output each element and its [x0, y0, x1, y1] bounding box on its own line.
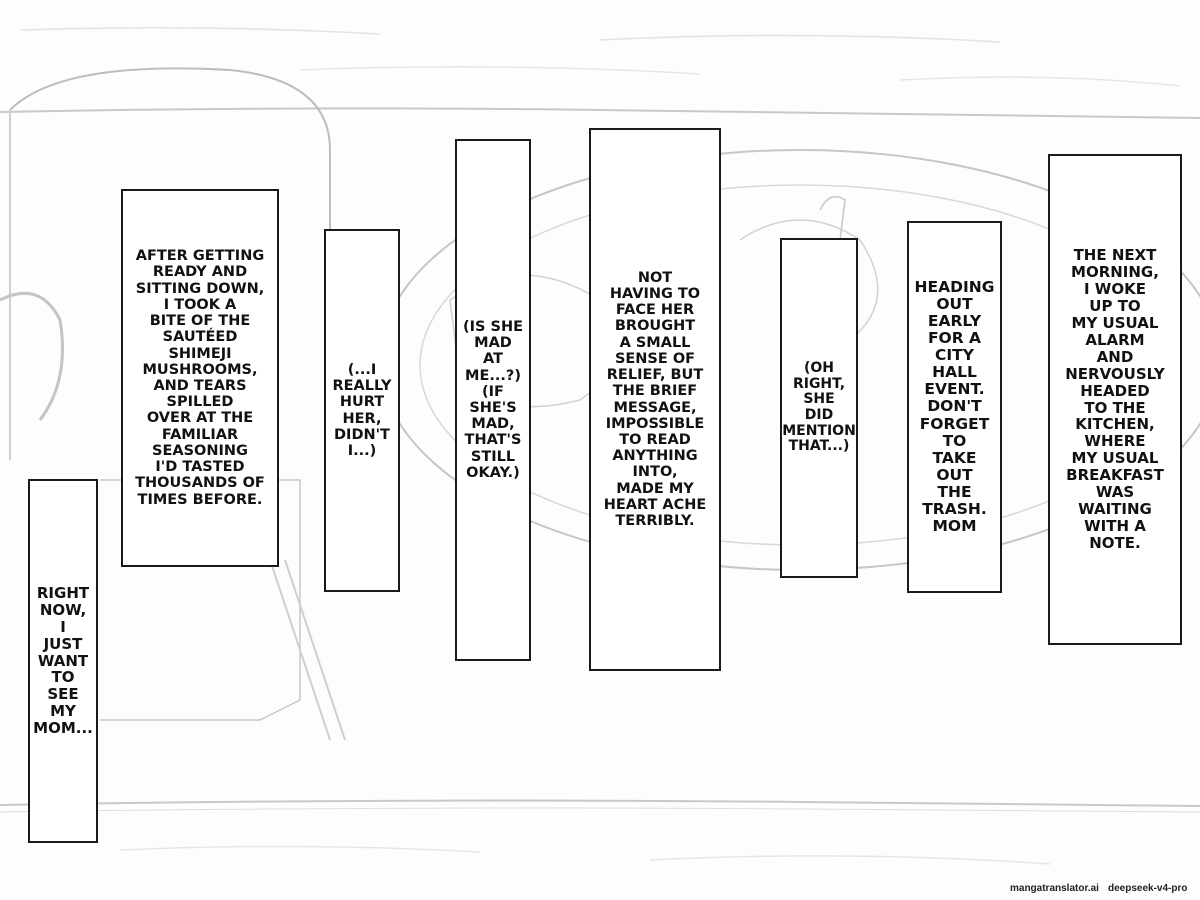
caption-box-not-having-to-face: Not having to face her brought a small s…: [589, 128, 721, 671]
caption-text: (Oh right, she did mention that...): [782, 359, 856, 455]
caption-text: After getting ready and sitting down, I …: [135, 248, 265, 508]
caption-box-next-morning: The next morning, I woke up to my usual …: [1048, 154, 1182, 645]
caption-text: Heading out early for a city hall event.…: [914, 278, 995, 535]
caption-box-really-hurt-her: (...I really hurt her, didn't I...): [324, 229, 400, 592]
caption-text: (...I really hurt her, didn't I...): [332, 361, 392, 459]
caption-box-note: Heading out early for a city hall event.…: [907, 221, 1002, 593]
caption-text: Right now, I just want to see my mom...: [33, 584, 93, 737]
caption-box-is-she-mad: (Is she mad at me...?) (If she's mad, th…: [455, 139, 531, 661]
caption-text: The next morning, I woke up to my usual …: [1065, 246, 1165, 552]
caption-text: (Is she mad at me...?) (If she's mad, th…: [463, 318, 523, 481]
caption-box-oh-right: (Oh right, she did mention that...): [780, 238, 858, 578]
caption-text: Not having to face her brought a small s…: [603, 269, 707, 530]
caption-box-right-now: Right now, I just want to see my mom...: [28, 479, 98, 843]
caption-box-after-getting-ready: After getting ready and sitting down, I …: [121, 189, 279, 567]
credit-translator: mangatranslator.ai: [1010, 883, 1099, 894]
credit-model: deepseek-v4-pro: [1108, 883, 1188, 894]
